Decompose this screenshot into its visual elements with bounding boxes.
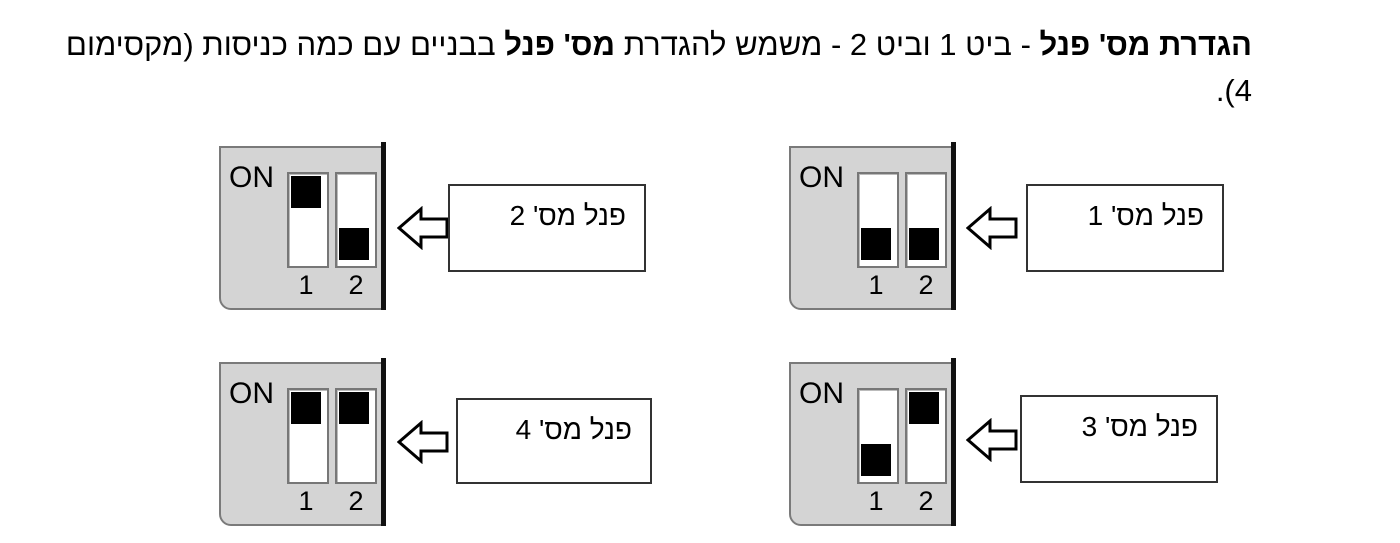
switch-knob-1 — [861, 228, 891, 260]
switch-bit-1 — [287, 388, 329, 484]
switch-bit-1 — [857, 388, 899, 484]
left-arrow-icon — [397, 420, 449, 464]
panel-label-box-3: פנל מס' 3 — [1020, 395, 1218, 483]
panel-label: פנל מס' 2 — [509, 200, 626, 231]
panel-label: פנל מס' 1 — [1087, 200, 1204, 231]
switch-number-1: 1 — [868, 486, 884, 516]
on-label: ON — [799, 161, 844, 194]
switch-knob-1 — [861, 444, 891, 476]
dip-switch-panel-3: ON 1 2 — [789, 358, 957, 528]
left-arrow-icon — [966, 418, 1018, 462]
switch-number-2: 2 — [918, 270, 934, 300]
on-label: ON — [229, 377, 274, 410]
dip-switch-edge — [951, 358, 956, 526]
description-paragraph: הגדרת מס' פנל - ביט 1 וביט 2 - משמש להגד… — [40, 22, 1252, 114]
panel-label-box-4: פנל מס' 4 — [456, 398, 652, 484]
switch-knob-2 — [339, 228, 369, 260]
switch-bit-1 — [857, 172, 899, 268]
dip-switch-panel-4: ON 1 2 — [219, 358, 387, 528]
dip-switch-panel-1: ON 1 2 — [789, 142, 957, 312]
on-label: ON — [799, 377, 844, 410]
panel-label: פנל מס' 4 — [515, 414, 632, 445]
description-text-2: בבניים עם כמה כניסות (מקסימום 4). — [65, 27, 1252, 108]
switch-knob-1 — [291, 176, 321, 208]
switch-number-2: 2 — [348, 270, 364, 300]
switch-number-1: 1 — [298, 486, 314, 516]
on-label: ON — [229, 161, 274, 194]
switch-bit-2 — [335, 172, 377, 268]
switch-bit-1 — [287, 172, 329, 268]
panel-label-box-1: פנל מס' 1 — [1026, 184, 1224, 272]
switch-bit-2 — [905, 172, 947, 268]
dip-switch-panel-2: ON 1 2 — [219, 142, 387, 312]
left-arrow-icon — [397, 206, 449, 250]
term-panel-number-2: מס' פנל — [504, 27, 616, 62]
description-text-1: - ביט 1 וביט 2 - משמש להגדרת — [615, 27, 1040, 62]
switch-number-2: 2 — [918, 486, 934, 516]
switch-knob-2 — [909, 392, 939, 424]
switch-knob-2 — [909, 228, 939, 260]
panel-label-box-2: פנל מס' 2 — [448, 184, 646, 272]
dip-switch-edge — [381, 358, 386, 526]
term-panel-number: הגדרת מס' פנל — [1039, 27, 1252, 62]
switch-knob-2 — [339, 392, 369, 424]
switch-number-1: 1 — [298, 270, 314, 300]
switch-bit-2 — [335, 388, 377, 484]
left-arrow-icon — [966, 206, 1018, 250]
dip-switch-edge — [381, 142, 386, 310]
switch-bit-2 — [905, 388, 947, 484]
panel-label: פנל מס' 3 — [1081, 411, 1198, 442]
switch-number-2: 2 — [348, 486, 364, 516]
dip-switch-edge — [951, 142, 956, 310]
switch-number-1: 1 — [868, 270, 884, 300]
switch-knob-1 — [291, 392, 321, 424]
